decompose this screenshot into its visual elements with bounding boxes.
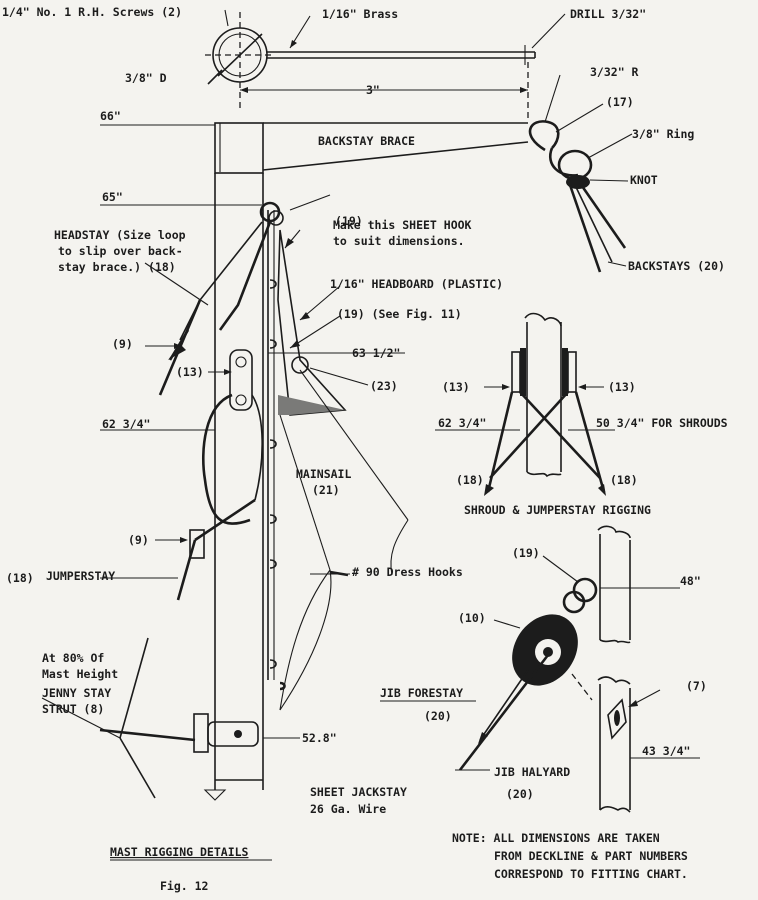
label-jenny-3: JENNY STAY bbox=[42, 686, 111, 700]
backstay-hook-detail bbox=[528, 74, 633, 273]
label-ring: 3/8" Ring bbox=[632, 127, 694, 141]
label-part-13-c: (13) bbox=[608, 380, 636, 394]
label-three-inch: 3" bbox=[366, 83, 380, 97]
label-3-32-r: 3/32" R bbox=[590, 65, 639, 79]
label-shrouds: 50 3/4" FOR SHROUDS bbox=[596, 416, 728, 430]
label-part-17: (17) bbox=[606, 95, 634, 109]
diagram-title: MAST RIGGING DETAILS bbox=[110, 845, 249, 859]
figure-number: Fig. 12 bbox=[160, 879, 208, 893]
label-note-1: NOTE: ALL DIMENSIONS ARE TAKEN bbox=[452, 831, 660, 845]
label-62-3-4-b: 62 3/4" bbox=[438, 416, 486, 430]
label-note-2: FROM DECKLINE & PART NUMBERS bbox=[494, 849, 688, 863]
headstay-assembly bbox=[100, 194, 409, 711]
label-part-20-b: (20) bbox=[506, 787, 534, 801]
jib-block-detail bbox=[458, 525, 700, 813]
label-part-9-b: (9) bbox=[128, 533, 149, 547]
label-shroud-caption: SHROUD & JUMPERSTAY RIGGING bbox=[464, 503, 651, 517]
label-jackstay-1: SHEET JACKSTAY bbox=[310, 785, 407, 799]
label-sheet-hook-1: Make this SHEET HOOK bbox=[333, 218, 472, 232]
label-43-3-4: 43 3/4" bbox=[642, 744, 690, 758]
main-mast bbox=[100, 122, 529, 801]
label-part-23: (23) bbox=[370, 379, 398, 393]
label-part-20-a: (20) bbox=[424, 709, 452, 723]
label-mainsail: MAINSAIL bbox=[296, 467, 351, 481]
sail-hooks bbox=[269, 279, 349, 691]
label-sheet-hook-2: to suit dimensions. bbox=[333, 234, 465, 248]
jib-leaders bbox=[380, 700, 490, 771]
label-knot: KNOT bbox=[630, 173, 658, 187]
label-headstay-1: HEADSTAY (Size loop bbox=[54, 228, 186, 242]
label-63-half: 63 1/2" bbox=[352, 346, 400, 360]
label-dress-hooks: # 90 Dress Hooks bbox=[352, 565, 463, 579]
label-65: 65" bbox=[102, 190, 123, 204]
label-part-10: (10) bbox=[458, 611, 486, 625]
label-3-8-d: 3/8" D bbox=[125, 71, 167, 85]
label-part-19-top: (19) bbox=[335, 214, 363, 228]
label-jenny-4: STRUT (8) bbox=[42, 702, 104, 716]
label-brass: 1/16" Brass bbox=[322, 7, 398, 21]
label-part-19-jib: (19) bbox=[512, 546, 540, 560]
label-jumperstay: JUMPERSTAY bbox=[46, 569, 115, 583]
label-screws: 1/4" No. 1 R.H. Screws (2) bbox=[2, 5, 182, 19]
label-jib-halyard: JIB HALYARD bbox=[494, 765, 570, 779]
label-part-18-c: (18) bbox=[610, 473, 638, 487]
label-part-7: (7) bbox=[686, 679, 707, 693]
brass-fitting-plan bbox=[205, 9, 566, 118]
label-jackstay-2: 26 Ga. Wire bbox=[310, 802, 386, 816]
label-part-18-b: (18) bbox=[456, 473, 484, 487]
label-62-3-4-a: 62 3/4" bbox=[102, 417, 150, 431]
label-part-13-b: (13) bbox=[442, 380, 470, 394]
jenny-stay-strut bbox=[41, 637, 300, 799]
label-jib-forestay: JIB FORESTAY bbox=[380, 686, 463, 700]
shroud-jumperstay-detail bbox=[435, 312, 615, 496]
label-jenny-1: At 80% Of bbox=[42, 651, 104, 665]
label-headboard: 1/16" HEADBOARD (PLASTIC) bbox=[330, 277, 503, 291]
label-48: 48" bbox=[680, 574, 701, 588]
label-headstay-3: stay brace.) (18) bbox=[58, 260, 176, 274]
label-52-8: 52.8" bbox=[302, 731, 337, 745]
label-part-9-a: (9) bbox=[112, 337, 133, 351]
label-part-21: (21) bbox=[312, 483, 340, 497]
label-drill: DRILL 3/32" bbox=[570, 7, 646, 21]
label-backstays: BACKSTAYS (20) bbox=[628, 259, 725, 273]
label-jenny-2: Mast Height bbox=[42, 667, 118, 681]
label-66: 66" bbox=[100, 109, 121, 123]
label-note-3: CORRESPOND TO FITTING CHART. bbox=[494, 867, 688, 881]
label-headstay-2: to slip over back- bbox=[58, 244, 183, 258]
label-part-19-fig11: (19) (See Fig. 11) bbox=[337, 307, 462, 321]
label-backstay-brace: BACKSTAY BRACE bbox=[318, 134, 415, 148]
label-part-18-a: (18) bbox=[6, 571, 34, 585]
label-part-13-a: (13) bbox=[176, 365, 204, 379]
